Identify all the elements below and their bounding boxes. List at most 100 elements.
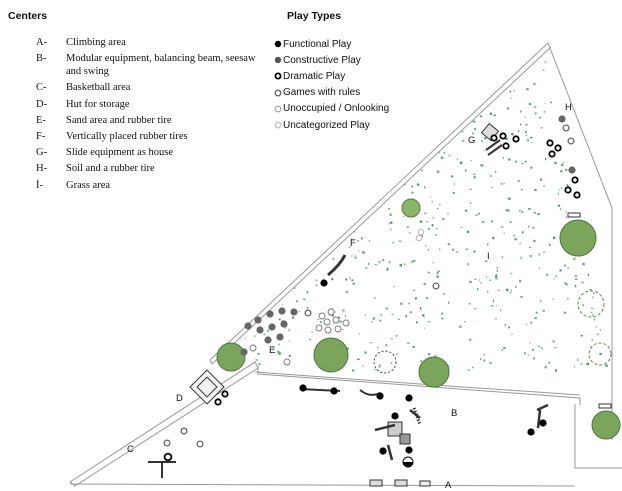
grass-speck xyxy=(277,350,280,353)
center-b: B-Modular equipment, balancing beam, see… xyxy=(36,52,271,78)
play-type-label: Constructive Play xyxy=(283,54,361,66)
grass-speck xyxy=(416,321,418,324)
grass-speck xyxy=(553,278,555,280)
center-code: D- xyxy=(36,98,48,110)
site-outline xyxy=(69,42,622,487)
grass-speck xyxy=(506,107,509,110)
marker-unoccupied xyxy=(315,324,323,332)
grass-speck xyxy=(567,267,569,270)
grass-speck xyxy=(435,234,437,236)
grass-speck xyxy=(357,358,360,361)
grass-speck xyxy=(371,321,373,323)
marker-functional xyxy=(391,412,399,420)
grass-speck xyxy=(527,354,530,356)
grass-speck xyxy=(605,364,608,367)
grass-speck xyxy=(388,222,390,225)
grass-speck xyxy=(532,227,535,229)
grass-speck xyxy=(566,184,569,187)
grass-speck xyxy=(456,251,458,253)
grass-speck xyxy=(496,266,498,269)
center-i: İ-Grass area xyxy=(36,179,271,192)
grass-speck xyxy=(475,214,478,216)
grass-speck xyxy=(396,353,398,355)
grass-speck xyxy=(382,259,385,261)
grass-speck xyxy=(354,230,356,233)
grass-speck xyxy=(529,342,532,344)
swing xyxy=(536,403,549,429)
grass-speck xyxy=(355,255,357,257)
grass-speck xyxy=(565,283,568,286)
grass-speck xyxy=(358,333,360,335)
grass-speck xyxy=(533,239,536,243)
climbing-block xyxy=(369,479,383,487)
grass-speck xyxy=(526,139,529,142)
grass-speck xyxy=(436,275,439,278)
grass-speck xyxy=(338,316,340,319)
grass-speck xyxy=(561,187,563,190)
play-type-games: Games with rules xyxy=(274,85,389,101)
grass-speck xyxy=(574,284,577,288)
grass-speck xyxy=(350,238,353,241)
marker-functional xyxy=(299,384,307,392)
marker-dramatic xyxy=(221,390,229,398)
marker-dramatic xyxy=(490,134,498,142)
grass-speck xyxy=(543,185,545,187)
grass-speck xyxy=(580,363,583,365)
grass-speck xyxy=(347,347,349,350)
grass-speck xyxy=(294,287,296,289)
grass-speck xyxy=(474,278,477,280)
marker-dramatic xyxy=(499,132,507,140)
grass-speck xyxy=(541,347,543,350)
tree-outline xyxy=(373,350,397,374)
marker-functional xyxy=(403,462,413,467)
grass-speck xyxy=(494,170,497,174)
grass-speck xyxy=(565,210,567,213)
grass-speck xyxy=(559,208,562,211)
marker-constructive xyxy=(558,115,566,123)
center-code: A- xyxy=(36,37,48,48)
grass-speck xyxy=(278,352,281,355)
grass-speck xyxy=(481,139,483,143)
grass-speck xyxy=(501,349,504,352)
marker-unoccupied xyxy=(318,312,326,320)
center-name: Soil and a rubber tire xyxy=(66,163,155,175)
grass-speck xyxy=(543,110,546,113)
grass-speck xyxy=(400,302,403,305)
filled-dot-icon xyxy=(274,40,283,48)
grass-speck xyxy=(453,192,455,194)
grass-speck xyxy=(416,183,420,186)
center-h: H-Soil and a rubber tire xyxy=(36,162,271,175)
grass-speck xyxy=(537,213,540,215)
zone-label-h: H xyxy=(565,102,572,113)
grass-speck xyxy=(472,132,474,135)
grass-speck xyxy=(393,286,395,288)
grass-speck xyxy=(460,226,463,229)
grass-speck xyxy=(503,182,505,185)
grass-speck xyxy=(288,355,291,357)
grass-speck xyxy=(525,123,528,126)
play-type-label: Uncategorized Play xyxy=(283,119,370,131)
marker-dramatic xyxy=(573,191,581,199)
grass-speck xyxy=(354,257,357,259)
grass-speck xyxy=(469,202,472,204)
grass-speck xyxy=(424,212,427,215)
grass-speck xyxy=(406,226,409,228)
grass-speck xyxy=(358,249,360,252)
grass-speck xyxy=(542,309,545,312)
grass-speck xyxy=(483,149,485,152)
modular-equipment xyxy=(374,407,422,461)
grass-speck xyxy=(465,248,468,250)
grass-speck xyxy=(530,321,532,324)
grass-speck xyxy=(494,275,498,278)
grass-speck xyxy=(538,253,541,256)
center-name: Basketball area xyxy=(66,82,131,94)
grass-speck xyxy=(397,318,400,320)
center-name: Modular equipment, balancing beam, seesa… xyxy=(66,53,256,78)
light-ring-icon xyxy=(274,121,283,129)
marker-functional xyxy=(376,392,384,400)
marker-constructive xyxy=(568,166,576,174)
grass-speck xyxy=(440,156,444,159)
grass-speck xyxy=(473,176,476,179)
grass-speck xyxy=(592,296,594,298)
zone-label-b: B xyxy=(451,408,457,419)
